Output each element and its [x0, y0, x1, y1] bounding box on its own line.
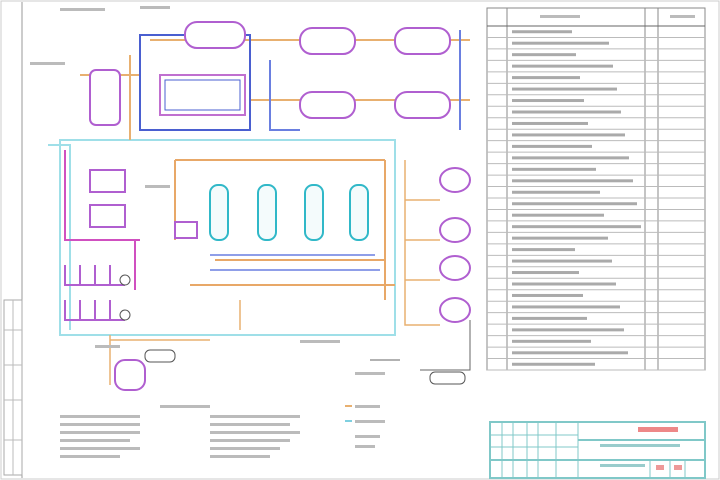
vessel	[89, 69, 121, 126]
table-row-text	[512, 133, 625, 137]
column	[209, 184, 229, 241]
vessel	[114, 359, 146, 391]
table-row-text	[512, 144, 592, 148]
table-row-text	[512, 53, 576, 57]
table-row-text	[512, 316, 587, 320]
table-row-text	[512, 305, 620, 309]
table-row-text	[512, 156, 629, 160]
table-row-text	[512, 225, 641, 229]
receiver-vessels	[439, 167, 471, 323]
table-row-text	[512, 328, 624, 332]
table-row-text	[512, 179, 633, 183]
table-row-text	[512, 190, 600, 194]
table-row-text	[512, 362, 595, 366]
vessel	[439, 255, 471, 281]
table-row-text	[512, 339, 591, 343]
table-row-text	[512, 110, 621, 114]
table-row-text	[512, 99, 584, 103]
table-row-text	[512, 167, 596, 171]
legend	[60, 405, 385, 458]
table-row-text	[512, 282, 616, 286]
drawing-code-stamp	[638, 427, 678, 432]
table-row-text	[512, 293, 583, 297]
table-row-text	[512, 202, 637, 206]
table-row-text	[512, 87, 617, 91]
table-row-text	[512, 30, 572, 34]
left-equipment	[64, 169, 466, 385]
table-row-text	[512, 121, 588, 125]
specification-table	[486, 7, 706, 371]
vessel	[394, 91, 451, 119]
table-row-text	[512, 41, 609, 45]
vessel	[439, 167, 471, 193]
heat-exchanger	[159, 74, 246, 116]
table-row-text	[512, 271, 579, 275]
columns	[209, 184, 369, 241]
storage-vessels	[89, 21, 451, 391]
table-row-text	[512, 76, 580, 80]
table-row-text	[512, 236, 608, 240]
vessel	[439, 297, 471, 323]
column	[257, 184, 277, 241]
vessel	[439, 217, 471, 243]
table-row-text	[512, 248, 575, 252]
vessel	[394, 27, 451, 55]
vessel	[184, 21, 246, 49]
table-row-text	[512, 259, 612, 263]
table-row-text	[512, 213, 604, 217]
column	[304, 184, 324, 241]
table-row-text	[512, 64, 613, 68]
vessel	[299, 91, 356, 119]
column	[349, 184, 369, 241]
callout-labels	[30, 6, 385, 375]
table-row-text	[512, 351, 628, 355]
vessel	[299, 27, 356, 55]
title-block	[489, 421, 706, 479]
